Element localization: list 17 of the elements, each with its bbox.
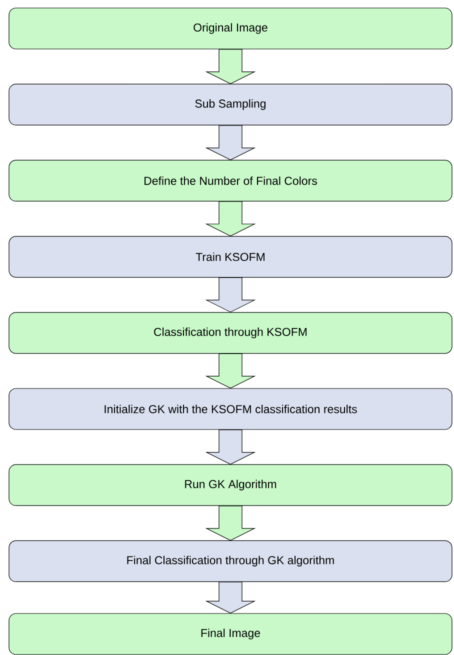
block-arrow [205,582,256,614]
process-box: Train KSOFM [8,236,452,278]
process-box: Sub Sampling [8,84,452,126]
process-box: Final Image [8,613,452,655]
block-arrow [205,506,256,541]
block-arrow [205,201,256,236]
block-arrow [205,353,256,389]
process-box: Final Classification through GK algorithm [8,540,452,582]
block-arrow [205,49,256,84]
block-arrow [205,277,256,312]
process-box: Run GK Algorithm [8,464,452,506]
block-arrow [205,125,256,160]
process-box: Initialize GK with the KSOFM classification results [8,388,452,430]
process-box: Original Image [8,8,452,50]
process-box: Classification through KSOFM [8,312,452,354]
process-box: Define the Number of Final Colors [8,160,452,202]
block-arrow [205,430,256,465]
